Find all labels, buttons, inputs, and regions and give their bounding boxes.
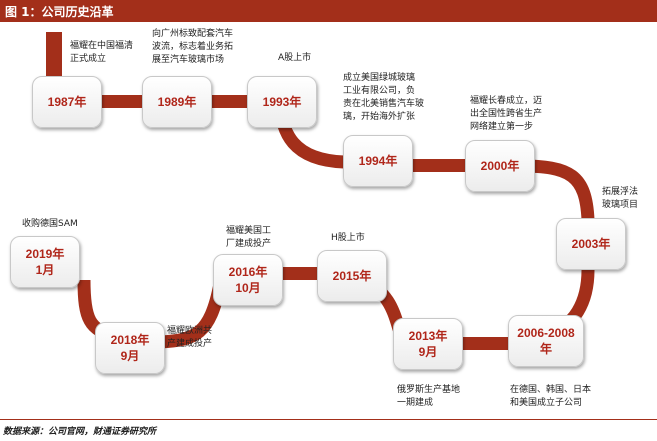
connector-row2 (400, 159, 480, 172)
caption-1994: 成立美国绿城玻璃 工业有限公司，负 责在北美销售汽车玻 璃，开始海外扩张 (343, 73, 425, 122)
milestone-2019: 2019年 1月 (10, 236, 80, 288)
caption-2003: 拓展浮法 玻璃项目 (602, 187, 639, 210)
caption-2016: 福耀美国工 厂建成投产 (226, 226, 272, 249)
caption-2015: H股上市 (331, 233, 365, 243)
connector-drop (46, 32, 62, 78)
milestone-2018: 2018年 9月 (95, 322, 165, 374)
milestone-2000: 2000年 (465, 140, 535, 192)
caption-1993: A股上市 (278, 53, 312, 63)
milestone-2016: 2016年 10月 (213, 254, 283, 306)
milestone-1989: 1989年 (142, 76, 212, 128)
caption-2013: 俄罗斯生产基地 一期建成 (397, 385, 461, 408)
figure-header: 图 1：公司历史沿革 (0, 0, 657, 22)
milestone-1994: 1994年 (343, 135, 413, 187)
milestone-1993: 1993年 (247, 76, 317, 128)
milestone-2003: 2003年 (556, 218, 626, 270)
caption-2006: 在德国、韩国、日本 和美国成立子公司 (510, 385, 592, 408)
source-note: 数据来源：公司官网，财通证券研究所 (3, 427, 157, 437)
caption-2018: 福耀欧洲共 产建成投产 (167, 326, 213, 349)
caption-1987: 福耀在中国福清 正式成立 (70, 41, 134, 64)
connector-row4 (270, 267, 330, 280)
milestone-2015: 2015年 (317, 250, 387, 302)
footer-divider (0, 419, 657, 420)
caption-1989: 向广州标致配套汽车 波流，标志着业务拓 展至汽车玻璃市场 (152, 29, 234, 65)
caption-2000: 福耀长春成立，迈 出全国性跨省生产 网络建立第一步 (470, 96, 543, 132)
milestone-2013: 2013年 9月 (393, 318, 463, 370)
milestone-1987: 1987年 (32, 76, 102, 128)
milestone-2006-2008: 2006-2008 年 (508, 315, 584, 367)
caption-2019: 收购德国SAM (22, 219, 78, 229)
figure-title: 图 1：公司历史沿革 (5, 5, 114, 19)
